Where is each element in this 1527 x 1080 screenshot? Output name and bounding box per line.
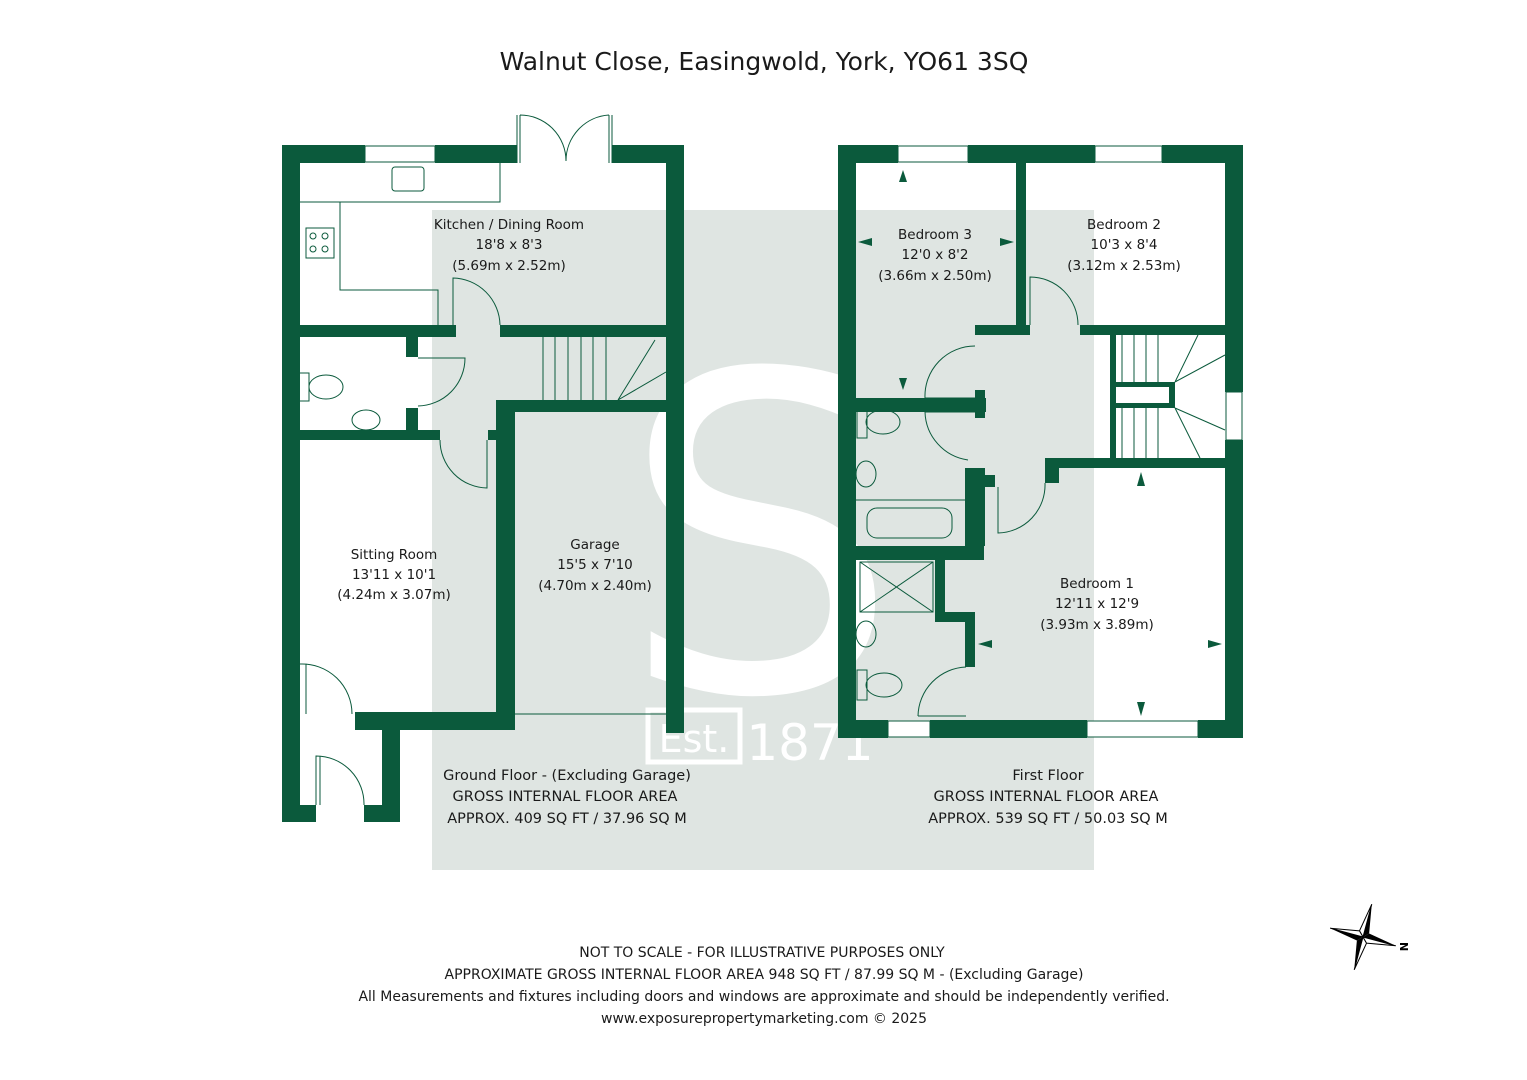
first-floor-plan — [838, 145, 1243, 738]
svg-text:(5.69m x 2.52m): (5.69m x 2.52m) — [452, 258, 566, 274]
svg-text:12'0 x 8'2: 12'0 x 8'2 — [902, 247, 969, 263]
svg-text:APPROX. 409 SQ FT / 37.96 SQ M: APPROX. 409 SQ FT / 37.96 SQ M — [447, 811, 687, 827]
svg-text:(3.93m x 3.89m): (3.93m x 3.89m) — [1040, 617, 1154, 633]
ground-floor-area: Ground Floor - (Excluding Garage) GROSS … — [443, 768, 691, 827]
compass-north-label: N — [1397, 942, 1410, 951]
svg-text:APPROX. 539 SQ FT / 50.03 SQ M: APPROX. 539 SQ FT / 50.03 SQ M — [928, 811, 1168, 827]
svg-text:Kitchen / Dining Room: Kitchen / Dining Room — [434, 217, 584, 233]
page-title: Walnut Close, Easingwold, York, YO61 3SQ — [500, 47, 1029, 76]
svg-text:Bedroom 2: Bedroom 2 — [1087, 217, 1161, 233]
ground-floor-plan — [282, 114, 684, 822]
room-label-garage: Garage 15'5 x 7'10 (4.70m x 2.40m) — [538, 537, 652, 594]
svg-text:Bedroom 3: Bedroom 3 — [898, 227, 972, 243]
footer-notes: NOT TO SCALE - FOR ILLUSTRATIVE PURPOSES… — [358, 945, 1169, 1027]
svg-text:13'11 x 10'1: 13'11 x 10'1 — [352, 567, 436, 583]
compass-icon — [1330, 903, 1396, 971]
svg-text:10'3 x 8'4: 10'3 x 8'4 — [1091, 237, 1158, 253]
svg-text:(3.12m x 2.53m): (3.12m x 2.53m) — [1067, 258, 1181, 274]
svg-text:(3.66m x 2.50m): (3.66m x 2.50m) — [878, 268, 992, 284]
svg-text:12'11 x 12'9: 12'11 x 12'9 — [1055, 596, 1139, 612]
svg-text:15'5 x 7'10: 15'5 x 7'10 — [557, 557, 633, 573]
svg-text:Bedroom 1: Bedroom 1 — [1060, 576, 1134, 592]
svg-text:(4.70m x 2.40m): (4.70m x 2.40m) — [538, 578, 652, 594]
svg-text:NOT TO SCALE - FOR ILLUSTRATIV: NOT TO SCALE - FOR ILLUSTRATIVE PURPOSES… — [579, 945, 945, 961]
room-label-kitchen: Kitchen / Dining Room 18'8 x 8'3 (5.69m … — [434, 217, 584, 274]
svg-text:First Floor: First Floor — [1012, 768, 1083, 784]
svg-text:Ground Floor - (Excluding Gara: Ground Floor - (Excluding Garage) — [443, 768, 691, 784]
svg-text:Garage: Garage — [570, 537, 619, 553]
room-label-sitting-room: Sitting Room 13'11 x 10'1 (4.24m x 3.07m… — [337, 547, 451, 603]
room-label-bedroom-3: Bedroom 3 12'0 x 8'2 (3.66m x 2.50m) — [878, 227, 992, 284]
first-floor-area: First Floor GROSS INTERNAL FLOOR AREA AP… — [928, 768, 1168, 827]
svg-text:18'8 x 8'3: 18'8 x 8'3 — [476, 237, 543, 253]
svg-text:APPROXIMATE GROSS INTERNAL FLO: APPROXIMATE GROSS INTERNAL FLOOR AREA 94… — [445, 967, 1084, 983]
room-label-bedroom-1: Bedroom 1 12'11 x 12'9 (3.93m x 3.89m) — [1040, 576, 1154, 633]
svg-text:All Measurements and fixtures: All Measurements and fixtures including … — [358, 989, 1169, 1005]
svg-text:(4.24m x 3.07m): (4.24m x 3.07m) — [337, 587, 451, 603]
svg-text:www.exposurepropertymarketing.: www.exposurepropertymarketing.com © 2025 — [601, 1011, 927, 1027]
room-label-bedroom-2: Bedroom 2 10'3 x 8'4 (3.12m x 2.53m) — [1067, 217, 1181, 274]
svg-text:GROSS INTERNAL FLOOR AREA: GROSS INTERNAL FLOOR AREA — [453, 789, 678, 805]
svg-text:Sitting Room: Sitting Room — [351, 547, 438, 563]
svg-text:GROSS INTERNAL FLOOR AREA: GROSS INTERNAL FLOOR AREA — [934, 789, 1159, 805]
